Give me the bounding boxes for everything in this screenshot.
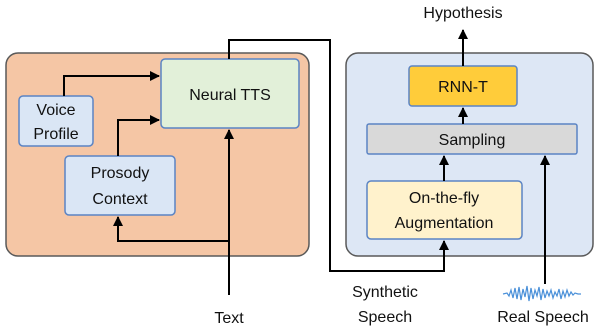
rnnt-box: RNN-T <box>408 65 518 107</box>
prosody-context-box: Prosody Context <box>64 155 176 216</box>
prosody-context-to-tts-arrow <box>117 115 160 156</box>
real-speech-label: Real Speech <box>497 309 589 326</box>
voice-profile-box: Voice Profile <box>18 95 94 147</box>
prosody-context-label-line-2: Context <box>92 191 148 208</box>
augmentation-label-line-1: On-the-fly <box>409 190 479 207</box>
voice-profile-to-tts-arrow <box>63 71 160 96</box>
synthetic-speech-label-line-1: Synthetic <box>352 284 418 301</box>
text-input-label: Text <box>214 310 244 327</box>
synthetic-speech-label-line-2: Speech <box>358 309 412 326</box>
sampling-label: Sampling <box>439 132 506 149</box>
neural-tts-box: Neural TTS <box>160 58 300 129</box>
hypothesis-label: Hypothesis <box>423 5 502 22</box>
waveform-icon <box>502 285 581 302</box>
rnnt-label: RNN-T <box>438 79 488 96</box>
prosody-context-label-line-1: Prosody <box>91 165 150 182</box>
augmentation-label-line-2: Augmentation <box>395 215 494 232</box>
augmentation-box: On-the-fly Augmentation <box>366 180 523 240</box>
text-to-prosody-context-arrow <box>113 216 229 242</box>
voice-profile-label-line-1: Voice <box>36 102 75 119</box>
neural-tts-label: Neural TTS <box>189 87 271 104</box>
sampling-box: Sampling <box>366 123 578 155</box>
tts-output-to-augmentation-line <box>228 39 449 272</box>
voice-profile-label-line-2: Profile <box>33 126 78 143</box>
